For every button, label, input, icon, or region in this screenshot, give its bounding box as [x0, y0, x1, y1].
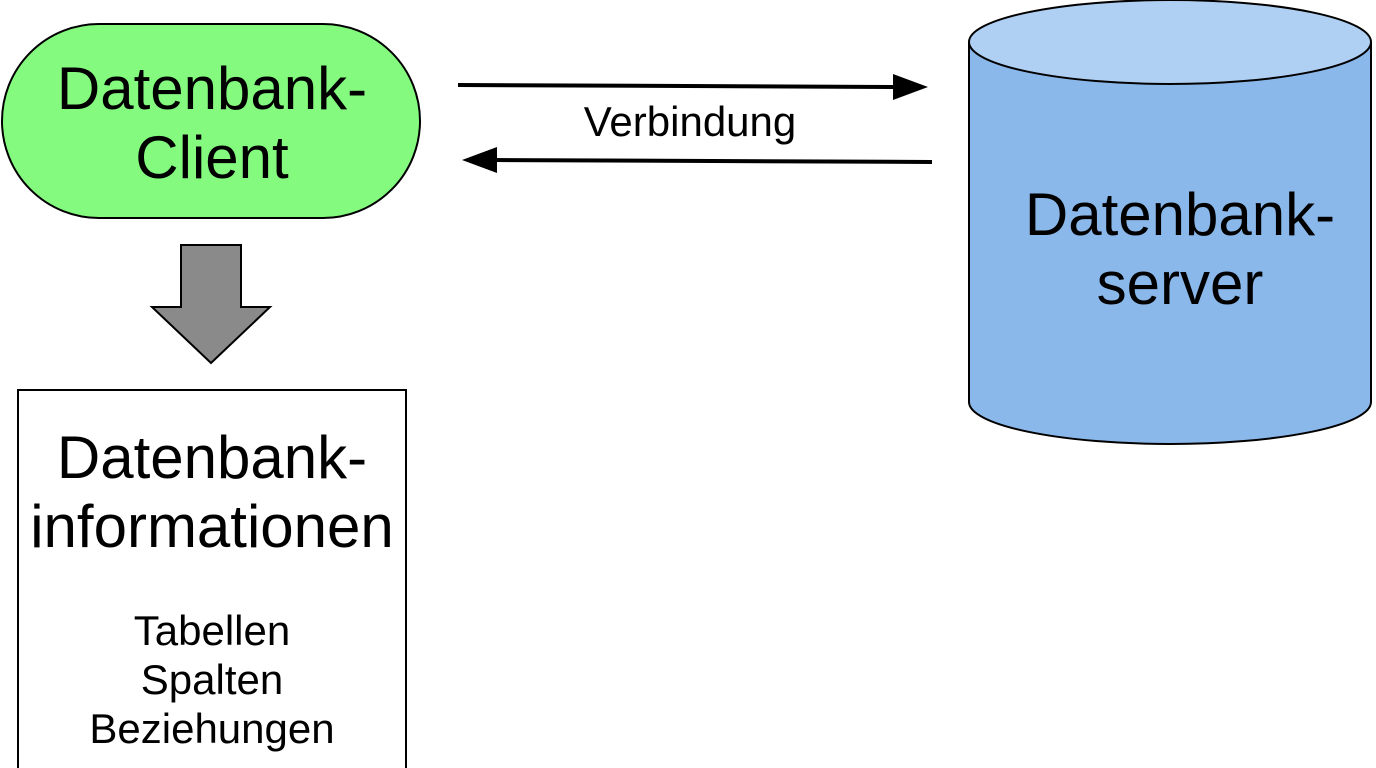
server-cylinder-top: [968, 0, 1372, 85]
info-item-relations: Beziehungen: [89, 705, 335, 753]
client-node: [1, 23, 421, 219]
info-box: [17, 389, 407, 768]
info-item-tables: Tabellen: [133, 607, 291, 654]
arrow-to-client: [462, 147, 933, 173]
client-label: Datenbank- Client: [12, 54, 412, 192]
server-label-line1: Datenbank-: [1024, 181, 1336, 248]
info-title-line1: Datenbank-: [56, 424, 368, 491]
client-label-line1: Datenbank-: [56, 55, 368, 122]
arrow-to-server: [457, 74, 928, 100]
server-label-line2: server: [1096, 250, 1264, 317]
info-title-line2: informationen: [30, 493, 394, 560]
server-cylinder: [968, 0, 1372, 445]
info-item-columns: Spalten: [140, 656, 284, 704]
info-box-title: Datenbank- informationen: [18, 423, 406, 561]
connection-label: Verbindung: [583, 98, 797, 145]
info-box-items: Tabellen Spalten Beziehungen: [18, 606, 406, 753]
server-label: Datenbank- server: [980, 180, 1376, 318]
client-label-line2: Client: [135, 124, 289, 191]
down-arrow: [149, 244, 273, 365]
